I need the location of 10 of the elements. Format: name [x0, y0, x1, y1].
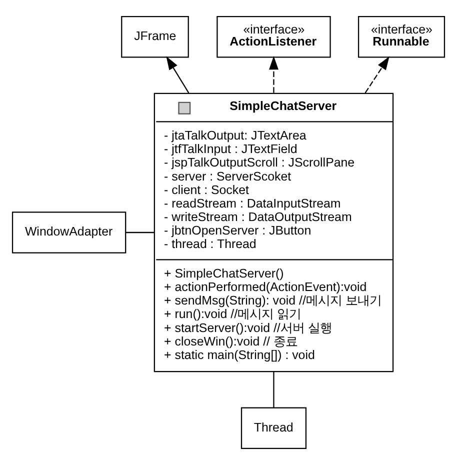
- node-box: «interface» ActionListener: [216, 16, 331, 58]
- node-box: WindowAdapter: [12, 212, 126, 254]
- arrow: [166, 56, 190, 94]
- node-box: JFrame: [121, 16, 189, 58]
- arrow: [364, 56, 390, 94]
- connector: [126, 232, 154, 234]
- connector: [273, 372, 274, 408]
- node-box: Thread: [240, 407, 307, 450]
- node-box: «interface» Runnable: [358, 16, 446, 58]
- arrow: [268, 56, 278, 93]
